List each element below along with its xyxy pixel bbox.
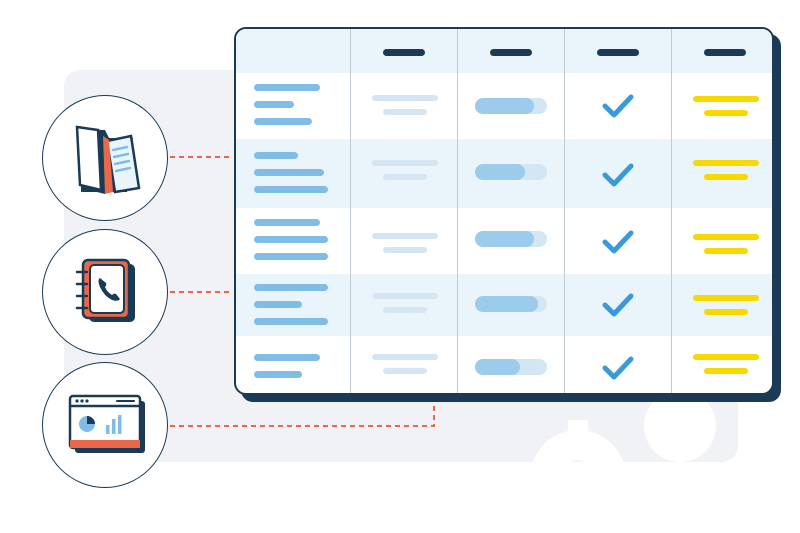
highlight-line: [704, 174, 748, 180]
folder-documents-icon: [75, 125, 141, 194]
checkmark-icon: [602, 230, 634, 254]
column-divider: [457, 29, 458, 393]
source-dashboard: [42, 362, 168, 488]
text-line: [254, 186, 328, 193]
text-line: [383, 247, 427, 253]
text-line: [254, 152, 298, 159]
dashboard-browser-icon: [68, 394, 145, 453]
highlight-line: [693, 295, 759, 301]
highlight-line: [693, 96, 759, 102]
text-line: [254, 169, 324, 176]
column-header: [597, 49, 639, 56]
progress-pill: [475, 98, 547, 114]
text-line: [254, 236, 328, 243]
text-line: [383, 174, 427, 180]
highlight-line: [693, 160, 759, 166]
checkmark-icon: [602, 356, 634, 380]
text-line: [254, 284, 328, 291]
text-line: [383, 109, 427, 115]
text-line: [254, 84, 320, 91]
text-line: [254, 301, 302, 308]
progress-fill: [475, 164, 526, 180]
column-divider: [350, 29, 351, 393]
progress-fill: [475, 98, 535, 114]
progress-fill: [475, 296, 539, 312]
source-contacts: [42, 229, 168, 355]
text-line: [254, 354, 320, 361]
column-divider: [564, 29, 565, 393]
highlight-line: [704, 309, 748, 315]
source-documents: [42, 95, 168, 221]
column-header: [490, 49, 532, 56]
text-line: [254, 118, 312, 125]
highlight-line: [693, 234, 759, 240]
checkmark-icon: [602, 94, 634, 118]
text-line: [254, 318, 328, 325]
highlight-line: [704, 368, 748, 374]
text-line: [372, 95, 438, 101]
gear-icon: [530, 400, 730, 462]
text-line: [372, 354, 438, 360]
text-line: [254, 101, 294, 108]
progress-pill: [475, 164, 547, 180]
progress-pill: [475, 359, 547, 375]
text-line: [254, 371, 302, 378]
progress-fill: [475, 359, 520, 375]
column-header: [383, 49, 425, 56]
text-line: [383, 368, 427, 374]
checkmark-icon: [602, 163, 634, 187]
text-line: [254, 253, 328, 260]
checkmark-icon: [602, 293, 634, 317]
address-book-phone-icon: [75, 258, 135, 322]
column-header: [704, 49, 746, 56]
progress-fill: [475, 231, 535, 247]
text-line: [372, 293, 438, 299]
highlight-line: [704, 248, 748, 254]
data-table: [234, 27, 774, 395]
column-divider: [671, 29, 672, 393]
text-line: [372, 233, 438, 239]
text-line: [383, 307, 427, 313]
progress-pill: [475, 296, 547, 312]
text-line: [254, 219, 320, 226]
highlight-line: [693, 354, 759, 360]
connector-line: [170, 402, 435, 427]
highlight-line: [704, 110, 748, 116]
text-line: [372, 160, 438, 166]
progress-pill: [475, 231, 547, 247]
